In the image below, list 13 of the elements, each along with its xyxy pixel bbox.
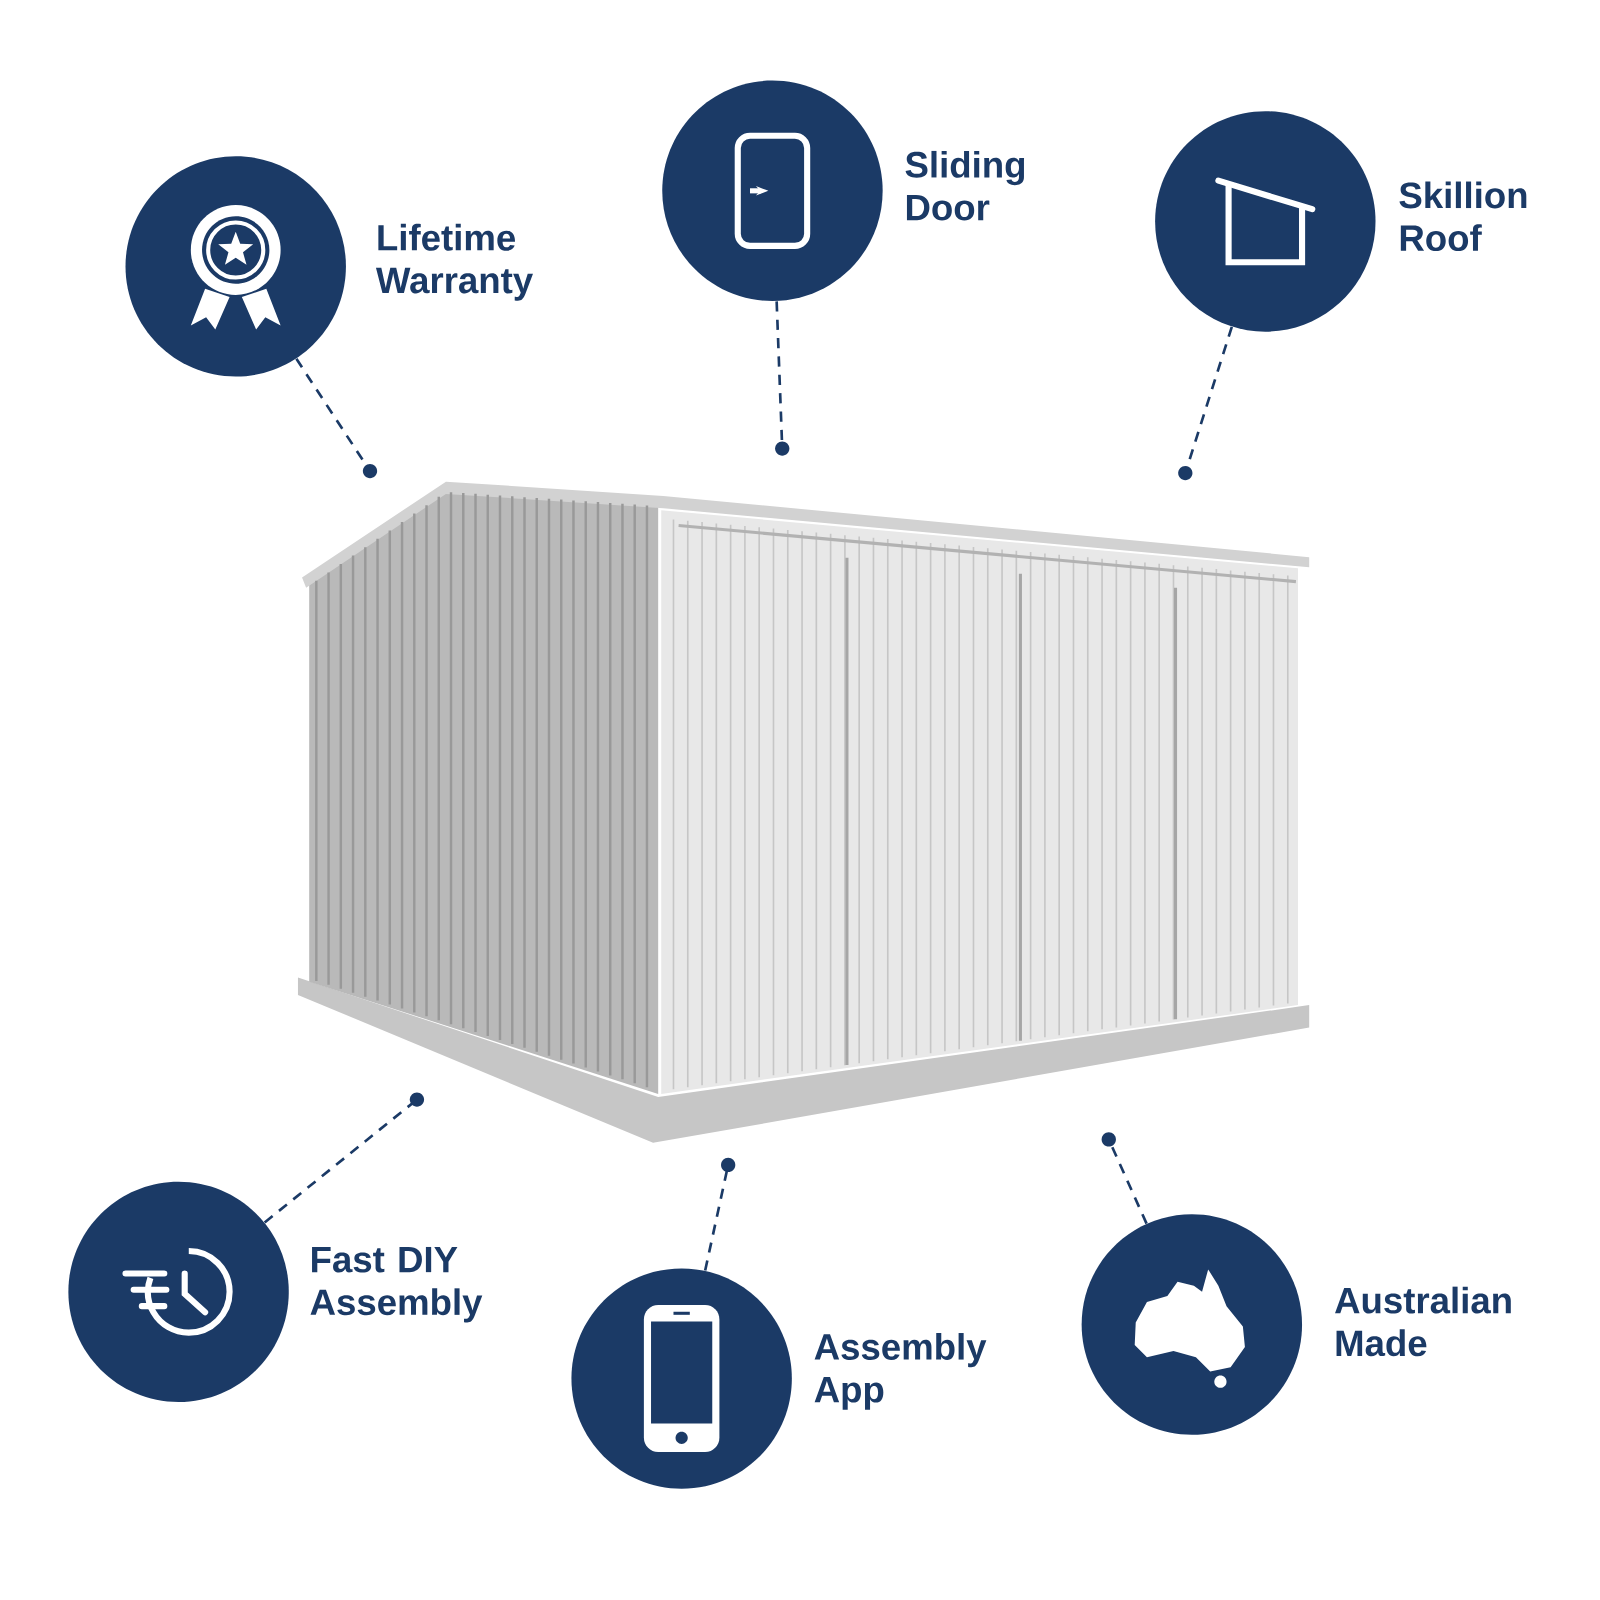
leader-line (775, 301, 790, 456)
leader-line (1178, 326, 1234, 481)
leader-line (295, 358, 378, 479)
feature-label: Australian Made (1335, 1286, 1511, 1357)
leader-line (1101, 1132, 1148, 1225)
feature-label: Sliding Door (905, 150, 1025, 221)
shed-drawing (297, 481, 1310, 1143)
leader-line (703, 1157, 736, 1271)
feature-label: Assembly App (814, 1333, 987, 1410)
feature-label: Lifetime Warranty (375, 223, 533, 301)
leader-line (263, 1092, 425, 1224)
feature-label: Skillion Roof (1399, 181, 1527, 252)
feature-label: Fast DIY Assembly (310, 1246, 483, 1323)
